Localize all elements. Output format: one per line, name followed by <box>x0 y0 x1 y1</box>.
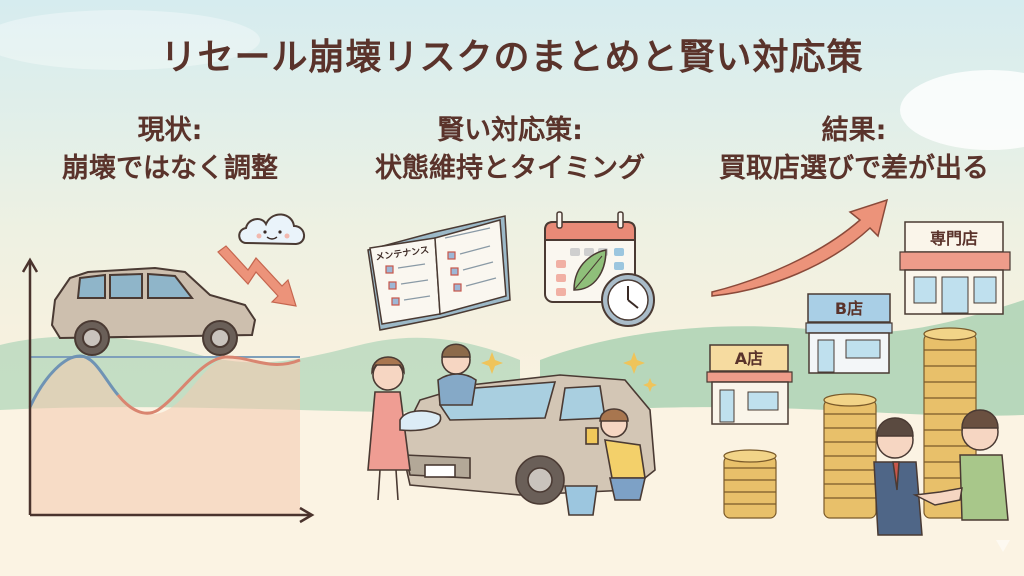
bucket-icon <box>564 485 598 516</box>
price-line-chart <box>21 257 315 524</box>
heading-line-1: 結果: <box>821 115 887 146</box>
shop-b: B店 <box>805 293 893 374</box>
upward-arrow-icon <box>711 198 889 297</box>
coin-stack-short <box>723 449 777 519</box>
panel-heading-result: 結果: 買取店選びで差が出る <box>684 112 1024 188</box>
suv-car <box>50 266 257 356</box>
shop-specialty-label: 専門店 <box>930 229 978 248</box>
shop-b-label: B店 <box>835 299 863 318</box>
heading-line-2: 崩壊ではなく調整 <box>62 153 278 184</box>
heading-line-2: 買取店選びで差が出る <box>719 153 989 184</box>
shop-a-label: A店 <box>735 349 763 368</box>
sparkle-icon <box>481 352 657 392</box>
zigzag-down-arrow-icon <box>217 245 297 307</box>
page-title: リセール崩壊リスクのまとめと賢い対応策 <box>160 37 864 78</box>
handshake <box>873 409 1009 536</box>
shop-specialty: 専門店 <box>899 221 1011 315</box>
heading-line-1: 賢い対応策: <box>437 115 583 146</box>
shop-a: A店 <box>706 344 793 425</box>
cloud-icon <box>238 213 305 246</box>
maintenance-book-icon: メンテナンス <box>367 215 511 331</box>
heading-line-2: 状態維持とタイミング <box>375 153 645 184</box>
panel-heading-smart-strategy: 賢い対応策: 状態維持とタイミング <box>340 112 680 188</box>
family-washing-car <box>367 343 656 516</box>
heading-line-1: 現状: <box>137 115 203 146</box>
panel-heading-current-status: 現状: 崩壊ではなく調整 <box>0 112 340 188</box>
clock-icon <box>601 273 655 327</box>
watermark-icon <box>996 540 1010 552</box>
coin-stack-medium <box>823 393 877 519</box>
